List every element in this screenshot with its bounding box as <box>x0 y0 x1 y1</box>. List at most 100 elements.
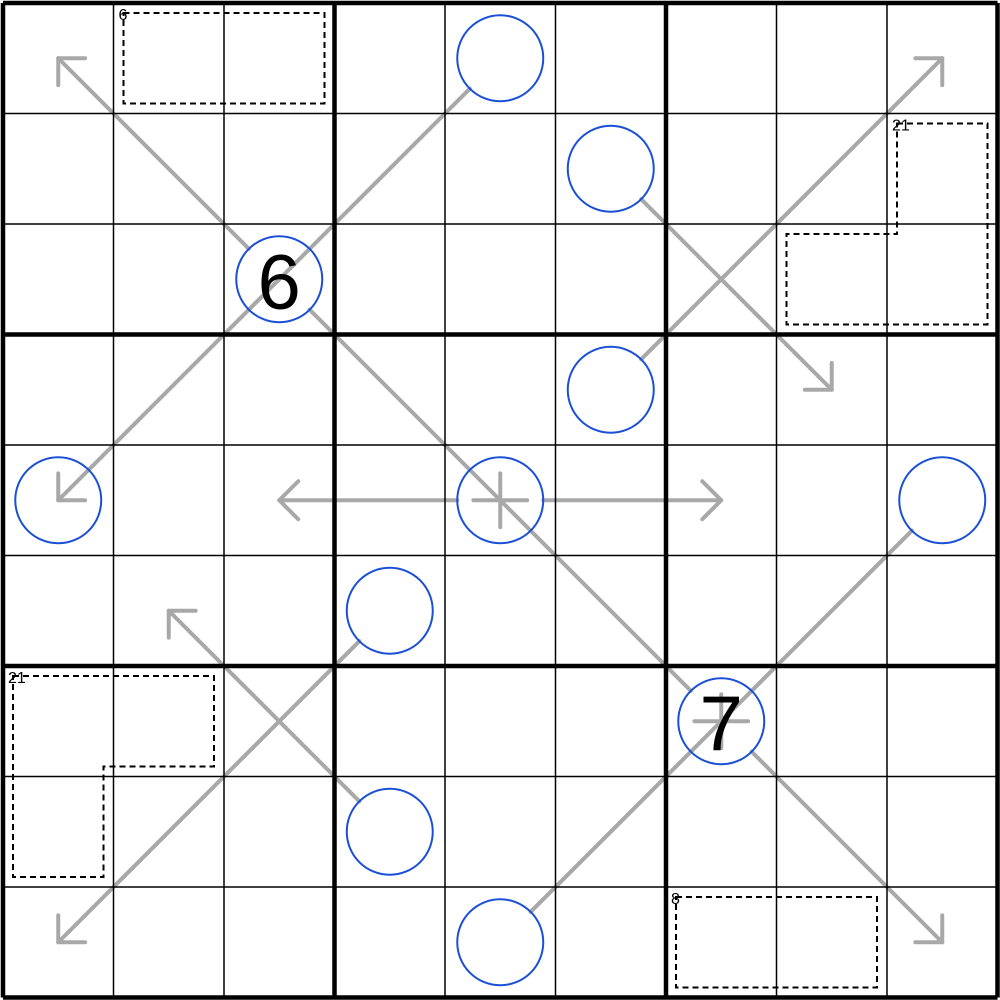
cell-r7c8[interactable] <box>776 666 888 777</box>
arrow-head <box>277 479 301 522</box>
cell-r4c9[interactable] <box>887 334 998 446</box>
cell-r9c4[interactable] <box>334 887 446 998</box>
cell-r9c3[interactable] <box>224 887 335 998</box>
cell-r1c7[interactable] <box>666 3 777 114</box>
arrow-shaft <box>307 307 503 503</box>
arrow-4 <box>639 56 945 362</box>
cell-r3c8[interactable] <box>776 224 888 335</box>
arrow-head <box>913 913 945 945</box>
cell-r6c3[interactable] <box>224 555 335 667</box>
cell-r7c5[interactable] <box>445 666 556 777</box>
cell-r8c9[interactable] <box>887 776 998 888</box>
arrow-shaft <box>639 197 834 392</box>
cell-r5c2[interactable] <box>113 445 225 556</box>
cell-r3c1[interactable] <box>3 224 114 335</box>
cage-outline <box>785 122 989 326</box>
cell-r1c4[interactable] <box>334 3 446 114</box>
cell-r6c1[interactable] <box>3 555 114 667</box>
cell-r7c9[interactable] <box>887 666 998 777</box>
arrow-head <box>56 913 88 945</box>
arrow-head <box>913 56 945 88</box>
cell-r7c6[interactable] <box>555 666 667 777</box>
given-digit-r7c7: 7 <box>700 679 743 767</box>
cage-sum-label: 21 <box>8 670 26 687</box>
arrow-circle-r4c6 <box>566 345 655 434</box>
arrow-circle-r5c5 <box>456 456 545 545</box>
arrow-circle-r6c4 <box>345 566 434 655</box>
cell-r1c3[interactable] <box>224 3 335 114</box>
cell-r4c5[interactable] <box>445 334 556 446</box>
arrow-7 <box>541 479 724 522</box>
cell-layer[interactable] <box>3 3 998 998</box>
cell-r3c6[interactable] <box>555 224 667 335</box>
arrow-circle-r2c6 <box>566 124 655 213</box>
arrow-layer <box>56 56 945 945</box>
arrow-shaft <box>56 639 362 945</box>
given-digits: 67 <box>258 237 743 767</box>
cell-r8c1[interactable] <box>3 776 114 888</box>
cell-r3c9[interactable] <box>887 224 998 335</box>
cell-r1c2[interactable] <box>113 3 225 114</box>
cage-sum-label: 8 <box>671 891 680 908</box>
cell-r1c6[interactable] <box>555 3 667 114</box>
cell-r8c3[interactable] <box>224 776 335 888</box>
arrow-shaft <box>56 86 472 503</box>
cell-r2c5[interactable] <box>445 113 556 225</box>
cell-r8c7[interactable] <box>666 776 777 888</box>
cell-r7c2[interactable] <box>113 666 225 777</box>
arrow-3 <box>56 86 472 503</box>
arrow-shaft <box>749 749 945 945</box>
arrow-1 <box>56 56 251 251</box>
cell-r8c5[interactable] <box>445 776 556 888</box>
cell-r9c2[interactable] <box>113 887 225 998</box>
cell-r3c4[interactable] <box>334 224 446 335</box>
arrow-circle-r1c5 <box>456 14 545 103</box>
cell-r6c5[interactable] <box>445 555 556 667</box>
arrow-shaft <box>56 56 251 251</box>
cell-r2c3[interactable] <box>224 113 335 225</box>
cell-r4c1[interactable] <box>3 334 114 446</box>
cell-r7c4[interactable] <box>334 666 446 777</box>
arrow-head <box>166 608 198 640</box>
arrow-shaft <box>166 608 362 804</box>
arrow-shaft <box>498 498 693 693</box>
cage-outline <box>675 896 878 989</box>
cell-r3c2[interactable] <box>113 224 225 335</box>
arrow-circle-r5c1 <box>14 456 103 545</box>
arrow-head <box>802 360 834 392</box>
cage-4: 8 <box>671 891 878 989</box>
cell-r6c9[interactable] <box>887 555 998 667</box>
cage-3: 21 <box>8 670 215 878</box>
arrow-head <box>498 498 530 530</box>
cell-r3c5[interactable] <box>445 224 556 335</box>
cell-r1c8[interactable] <box>776 3 888 114</box>
arrow-6 <box>277 479 460 522</box>
arrow-shaft <box>719 528 914 724</box>
cell-r6c7[interactable] <box>666 555 777 667</box>
cage-outline <box>12 675 215 878</box>
cell-r2c7[interactable] <box>666 113 777 225</box>
cell-r9c7[interactable] <box>666 887 777 998</box>
cell-r2c1[interactable] <box>3 113 114 225</box>
arrow-circle-r9c5 <box>456 898 545 987</box>
arrow-circle-r3c3 <box>235 235 324 324</box>
arrow-circle-r8c4 <box>345 787 434 876</box>
arrow-12 <box>56 639 362 945</box>
arrow-head <box>692 719 724 751</box>
arrow-head <box>700 479 724 522</box>
cell-r2c9[interactable] <box>887 113 998 225</box>
cell-r4c3[interactable] <box>224 334 335 446</box>
circle-layer <box>14 14 987 987</box>
cell-r4c7[interactable] <box>666 334 777 446</box>
cage-2: 21 <box>785 118 989 326</box>
arrow-shaft <box>639 56 945 362</box>
cage-outline <box>122 12 326 105</box>
cell-r9c8[interactable] <box>776 887 888 998</box>
cell-r7c1[interactable] <box>3 666 114 777</box>
cell-r9c6[interactable] <box>555 887 667 998</box>
cell-r5c8[interactable] <box>776 445 888 556</box>
arrow-5 <box>639 197 834 392</box>
